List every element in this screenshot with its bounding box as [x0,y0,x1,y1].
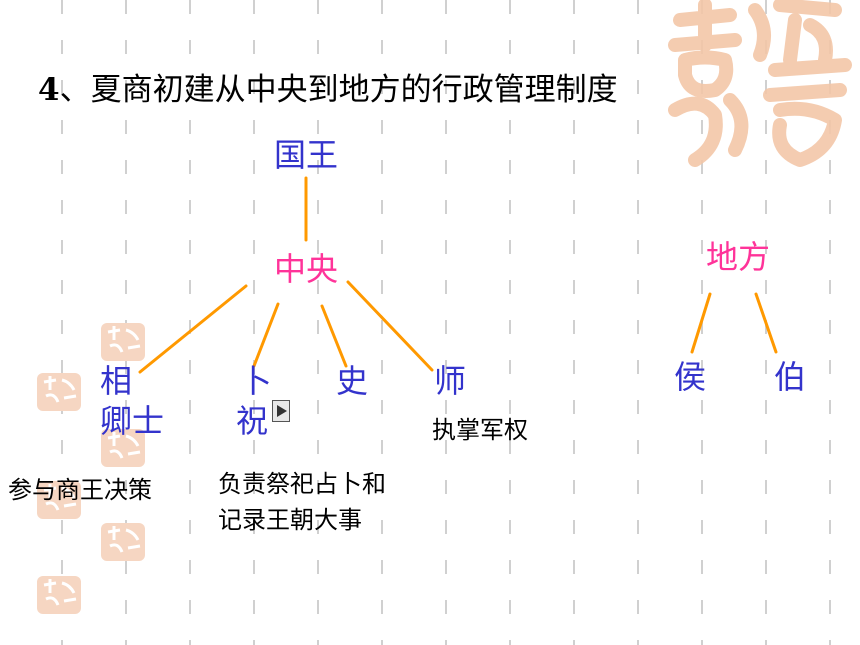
node-central: 中央 [274,250,339,288]
play-icon[interactable] [272,400,290,422]
node-shi2: 师 [434,362,467,400]
seal-watermark-small [101,523,145,561]
node-bo: 伯 [774,358,807,396]
title-text: 、夏商初建从中央到地方的行政管理制度 [59,72,618,108]
node-hou: 侯 [674,358,707,396]
node-qingshi: 卿士 [100,402,165,440]
connector-central-xiang [138,284,248,374]
connector-local-hou [690,292,712,354]
connector-central-shi2 [346,280,434,372]
node-shi: 史 [336,362,369,400]
seal-watermark-small [37,373,81,411]
connector-local-bo [754,292,778,354]
note-shi2-duty: 执掌军权 [432,416,528,444]
node-xiang: 相 [100,362,133,400]
note-buzhu-duty-line1: 负责祭祀占卜和 [218,470,386,498]
note-xiang-duty: 参与商王决策 [8,476,152,504]
node-local: 地方 [706,238,771,276]
node-zhu: 祝 [236,402,269,440]
page-title: 4、夏商初建从中央到地方的行政管理制度 [38,64,618,109]
seal-watermark-large [668,0,852,167]
seal-watermark-small [101,323,145,361]
node-king: 国王 [274,136,339,174]
seal-watermark-small [37,576,81,614]
title-number: 4 [38,72,60,108]
node-bu: 卜 [240,362,273,400]
seal-watermark-small [37,481,81,519]
connector-central-bu [252,302,280,368]
note-buzhu-duty-line2: 记录王朝大事 [218,506,362,534]
seal-watermark-small [101,429,145,467]
connector-central-shi [320,304,348,368]
